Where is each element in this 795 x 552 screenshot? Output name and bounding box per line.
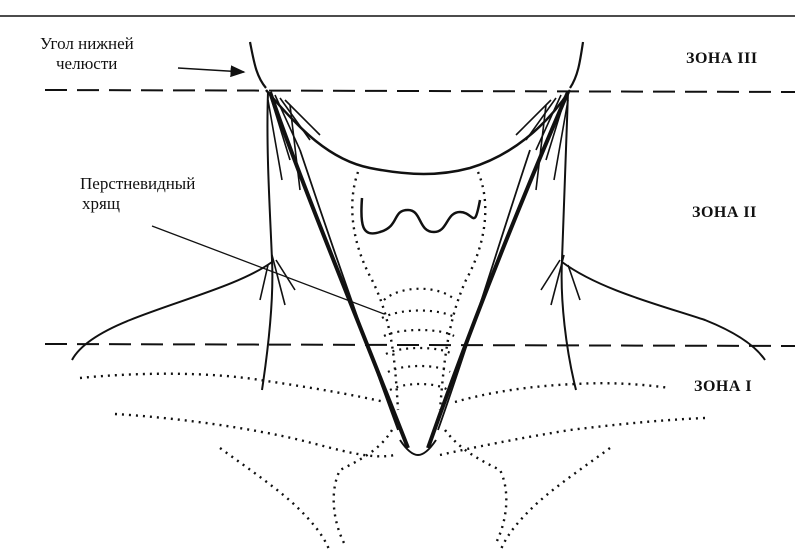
sternocleidomastoid-left — [270, 92, 408, 448]
thyroid-cartilage — [361, 198, 480, 233]
tracheal-rings — [382, 289, 456, 390]
sternocleidomastoid-right — [428, 92, 568, 448]
jaw-angle-label: Угол нижней челюсти — [40, 34, 134, 73]
cricoid-label-line2: хрящ — [80, 194, 195, 214]
larynx-dotted-left — [352, 172, 398, 410]
rib-upper-left — [115, 414, 395, 456]
muscle-hatching-right — [516, 95, 580, 305]
jaw-angle-label-line1: Угол нижней — [40, 34, 134, 54]
sternum-left — [334, 430, 392, 545]
zone-1-label: ЗОНА I — [694, 378, 752, 396]
clavicle-left — [80, 374, 385, 402]
jaw-angle-label-line2: челюсти — [40, 54, 134, 74]
rib-upper-right — [440, 418, 705, 455]
chin-curve — [266, 90, 570, 174]
zone-3-label: ЗОНА III — [686, 50, 758, 68]
clavicle-right — [455, 383, 670, 402]
cricoid-pointer — [152, 226, 384, 314]
cricoid-label: Перстневидный хрящ — [80, 174, 195, 213]
rib-lower-left — [220, 448, 330, 552]
zone-2-label: ЗОНА II — [692, 204, 757, 222]
inner-line-right — [438, 150, 530, 430]
zone-boundary-upper — [45, 90, 795, 92]
rib-lower-right — [500, 448, 610, 552]
jaw-right-outline — [570, 42, 583, 88]
jaw-angle-pointer — [178, 68, 244, 72]
zone-boundary-lower — [45, 344, 795, 346]
cricoid-label-line1: Перстневидный — [80, 174, 195, 194]
inner-line-left — [300, 150, 398, 430]
jaw-left-outline — [250, 42, 266, 88]
